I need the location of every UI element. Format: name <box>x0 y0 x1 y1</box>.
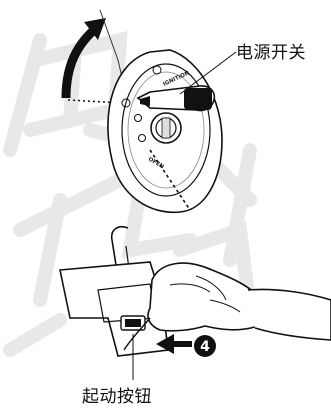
lock-icon <box>152 65 162 75</box>
key-icon <box>136 85 216 112</box>
position-icon <box>134 114 142 122</box>
power-switch-label: 电源开关 <box>236 43 306 63</box>
position-icon <box>121 98 131 108</box>
position-icon <box>138 134 146 142</box>
step-marker: 4 <box>194 335 216 357</box>
power-switch-leader <box>179 51 237 95</box>
press-arrow-icon <box>156 334 192 354</box>
start-button-label: 起动按钮 <box>82 387 152 407</box>
ignition-switch: IGNITION OPEN <box>107 49 223 214</box>
rotation-arrow-icon <box>61 18 106 99</box>
hand-illustration <box>123 262 331 351</box>
step-number: 4 <box>200 339 210 355</box>
